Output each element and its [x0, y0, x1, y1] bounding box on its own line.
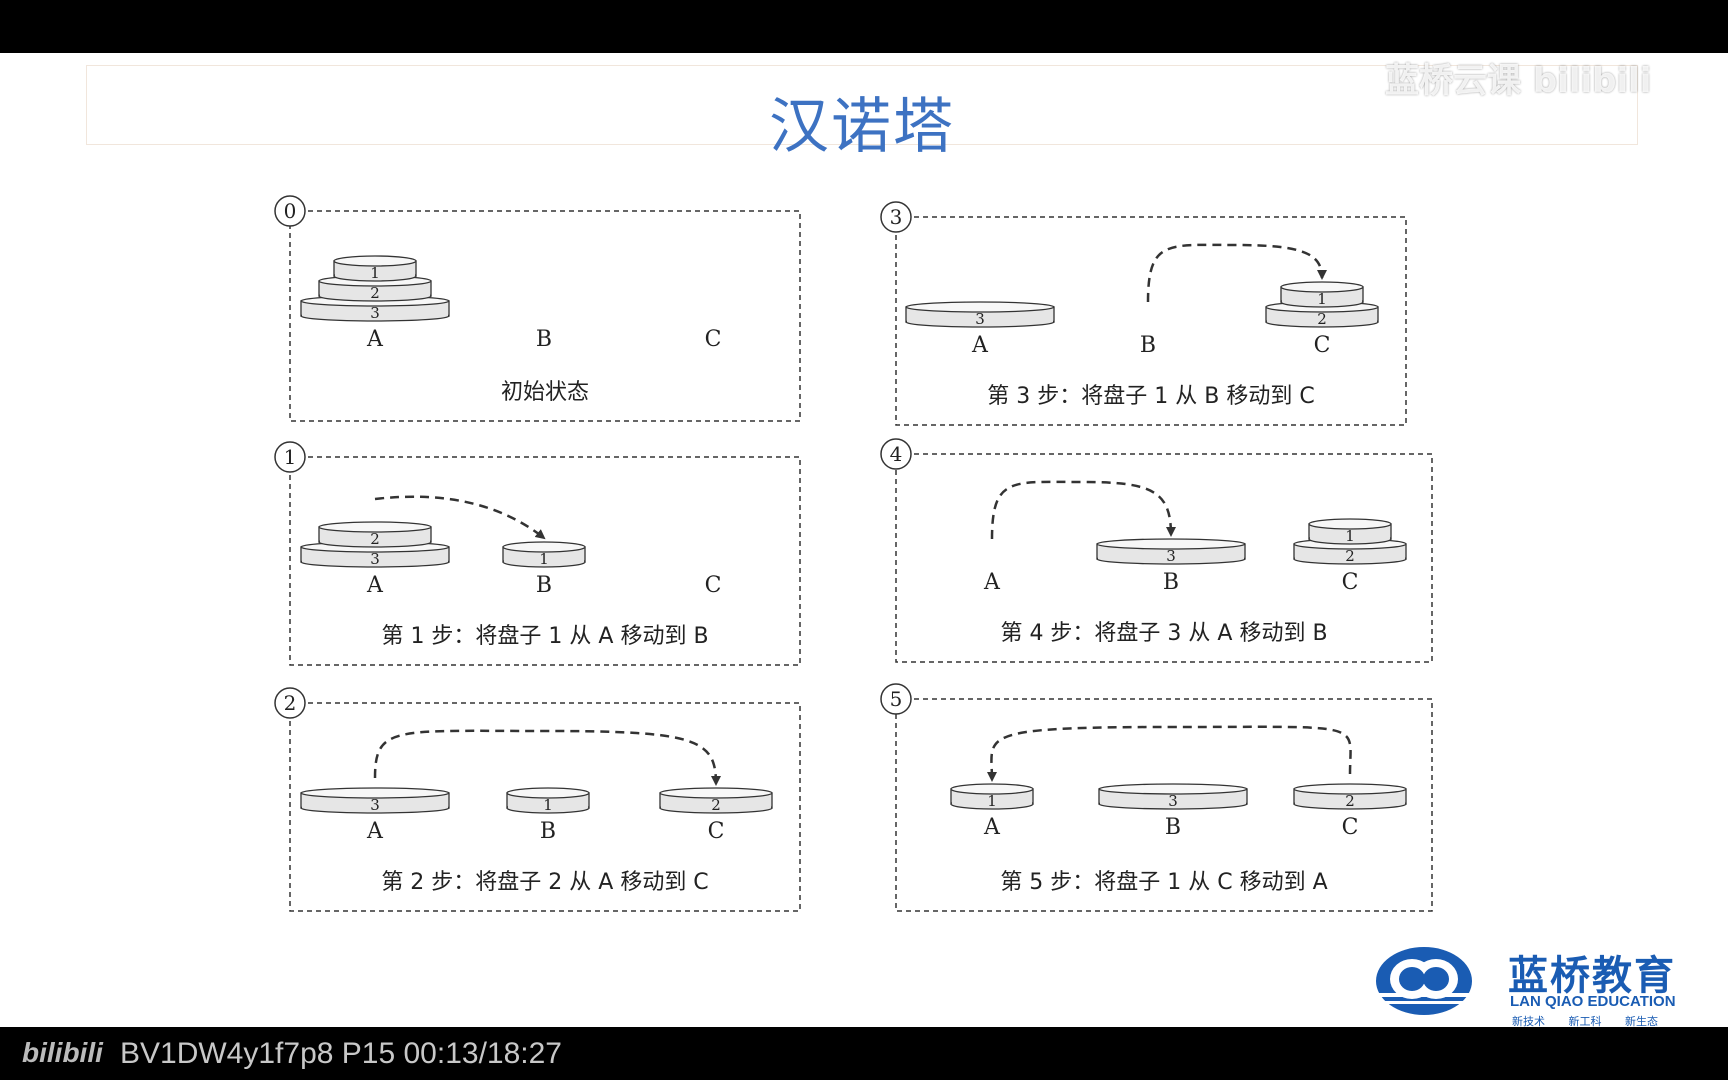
disk-number: 1	[1317, 290, 1327, 308]
step-caption: 第 2 步：将盘子 2 从 A 移动到 C	[381, 870, 708, 895]
step-number: 3	[890, 205, 903, 229]
disk-2: 2	[660, 788, 772, 814]
lanqiao-logo: 蓝桥教育 LAN QIAO EDUCATION 新技术 新工科 新生态	[1372, 943, 1722, 1023]
peg-label-C: C	[705, 573, 722, 598]
peg-label-B: B	[1163, 570, 1179, 595]
step-number: 5	[890, 687, 903, 711]
move-arrow	[992, 482, 1171, 539]
logo-name-en: LAN QIAO EDUCATION	[1510, 993, 1676, 1010]
disk-1: 1	[951, 784, 1033, 810]
disk-number: 2	[1345, 547, 1355, 565]
logo-mark-icon	[1372, 943, 1482, 1023]
disk-number: 2	[370, 284, 380, 302]
move-arrow	[991, 727, 1350, 780]
disk-number: 2	[711, 796, 721, 814]
peg-label-A: A	[983, 570, 1001, 595]
bilibili-logo-icon: bilibili	[22, 1037, 103, 1069]
disk-2: 2	[1294, 784, 1406, 810]
peg-label-B: B	[536, 327, 552, 352]
peg-label-A: A	[971, 333, 989, 358]
disk-3: 3	[906, 302, 1054, 328]
peg-label-A: A	[366, 819, 384, 844]
step-panel-4: 4A 3B 2 1C 第 4 步：将盘子 3 从 A 移动到 B	[881, 439, 1432, 662]
disk-number: 2	[1345, 792, 1355, 810]
disk-1: 1	[507, 788, 589, 814]
peg-label-C: C	[708, 819, 725, 844]
disk-number: 2	[370, 530, 380, 548]
peg-label-A: A	[983, 815, 1001, 840]
step-number: 1	[284, 445, 297, 469]
step-number: 0	[284, 199, 297, 223]
move-arrow	[375, 731, 716, 784]
peg-label-C: C	[1314, 333, 1331, 358]
step-panel-5: 5 1A 3B 2C 第 5 步：将盘子 1 从 C 移动到 A	[881, 684, 1432, 911]
disk-number: 2	[1317, 310, 1327, 328]
step-caption: 第 3 步：将盘子 1 从 B 移动到 C	[987, 384, 1314, 409]
disk-number: 1	[543, 796, 553, 814]
player-bar: bilibili BV1DW4y1f7p8 P15 00:13/18:27	[0, 1027, 1728, 1080]
peg-label-C: C	[705, 327, 722, 352]
disk-2: 2	[319, 522, 431, 548]
step-caption: 第 5 步：将盘子 1 从 C 移动到 A	[1000, 870, 1327, 895]
disk-3: 3	[301, 788, 449, 814]
step-number: 2	[284, 691, 297, 715]
step-panel-3: 3 3A B 2 1C 第 3 步：将盘子 1 从 B 移动到 C	[881, 202, 1406, 425]
disk-3: 3	[1097, 539, 1245, 565]
video-info: BV1DW4y1f7p8 P15 00:13/18:27	[120, 1037, 562, 1071]
disk-number: 1	[987, 792, 997, 810]
step-panel-0: 0 3 2 1A B C 初始状态	[275, 196, 800, 421]
disk-number: 3	[975, 310, 985, 328]
peg-label-B: B	[540, 819, 556, 844]
step-number: 4	[890, 442, 903, 466]
step-caption: 第 4 步：将盘子 3 从 A 移动到 B	[1000, 621, 1327, 646]
step-panel-1: 1 3 2A 1B C 第 1 步：将盘子 1 从 A 移动到 B	[275, 442, 800, 665]
step-panel-2: 2 3A 1B 2C 第 2 步：将盘子 2 从 A 移动到 C	[275, 688, 800, 911]
disk-3: 3	[1099, 784, 1247, 810]
peg-label-A: A	[366, 573, 384, 598]
peg-label-B: B	[536, 573, 552, 598]
disk-number: 3	[370, 796, 380, 814]
peg-label-B: B	[1165, 815, 1181, 840]
disk-number: 3	[1166, 547, 1176, 565]
disk-number: 1	[370, 264, 380, 282]
disk-number: 3	[370, 550, 380, 568]
peg-label-B: B	[1140, 333, 1156, 358]
disk-1: 1	[1309, 519, 1391, 545]
peg-label-A: A	[366, 327, 384, 352]
disk-number: 1	[1345, 527, 1355, 545]
disk-1: 1	[334, 256, 416, 282]
disk-number: 3	[1168, 792, 1178, 810]
peg-label-C: C	[1342, 815, 1359, 840]
peg-label-C: C	[1342, 570, 1359, 595]
disk-1: 1	[503, 542, 585, 568]
step-caption: 第 1 步：将盘子 1 从 A 移动到 B	[381, 624, 708, 649]
disk-number: 3	[370, 304, 380, 322]
step-caption: 初始状态	[501, 380, 589, 405]
disk-number: 1	[539, 550, 549, 568]
disk-1: 1	[1281, 282, 1363, 308]
